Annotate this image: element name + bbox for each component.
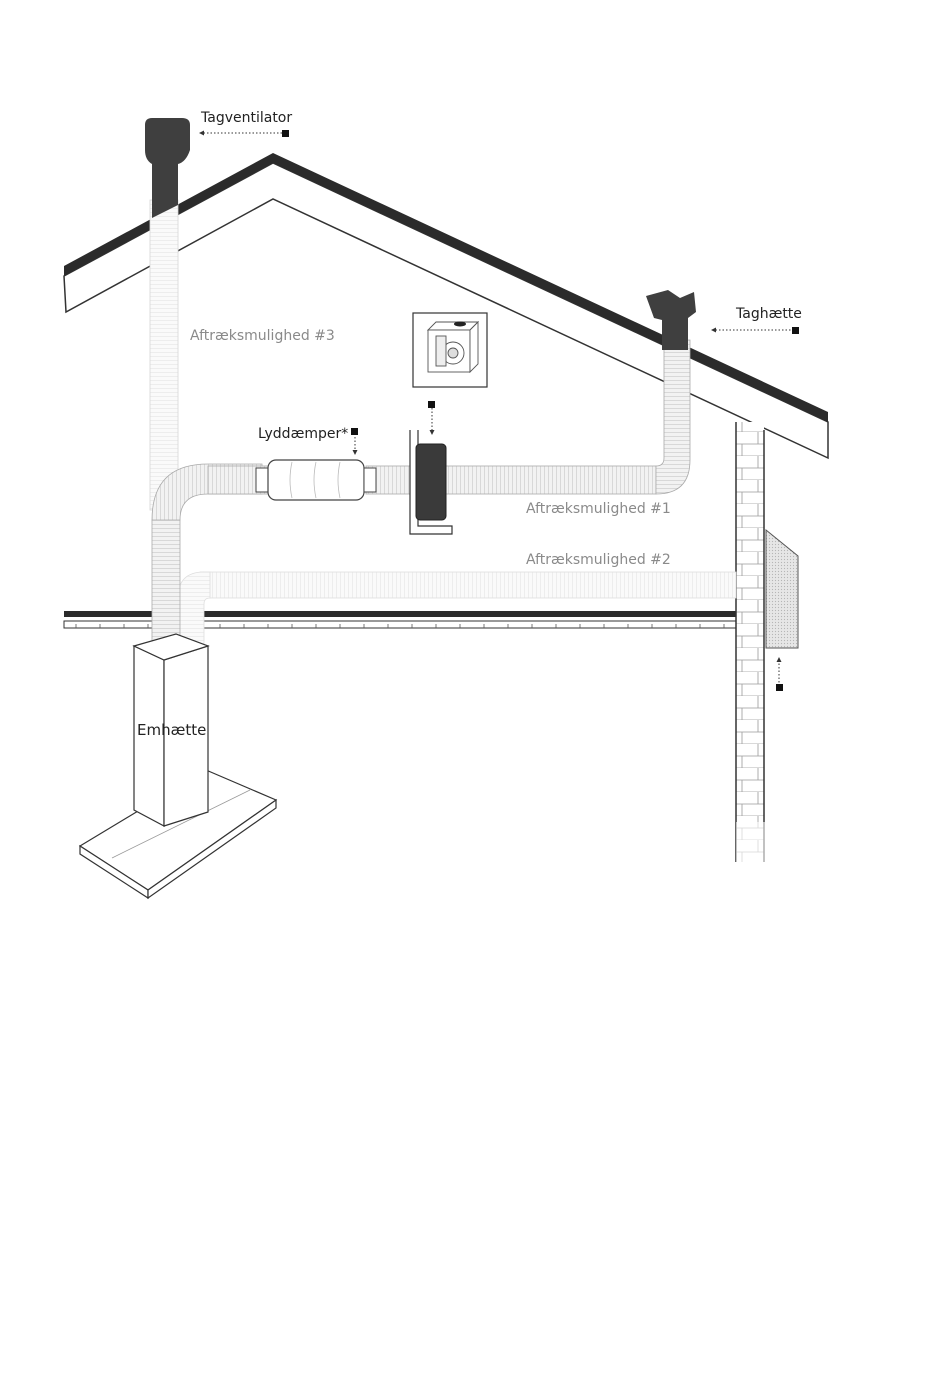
motor-box-icon [413,313,487,387]
label-option-3: Aftræksmulighed #3 [190,328,335,344]
silencer [256,460,376,500]
label-option-1: Aftræksmulighed #1 [526,501,671,517]
exterior-wall [736,422,766,867]
label-option-2: Aftræksmulighed #2 [526,552,671,568]
roof [64,153,828,458]
duct-option-3 [150,200,178,510]
kitchen-hood [80,634,276,898]
inline-fan [410,430,452,534]
leaders [200,133,792,684]
label-emhaette: Emhætte [137,721,206,739]
wall-vent-hood [766,530,798,648]
label-tagventilator: Tagventilator [200,110,292,126]
label-taghaette: Taghætte [735,306,802,322]
label-lyddaemper: Lyddæmper* [258,426,348,442]
